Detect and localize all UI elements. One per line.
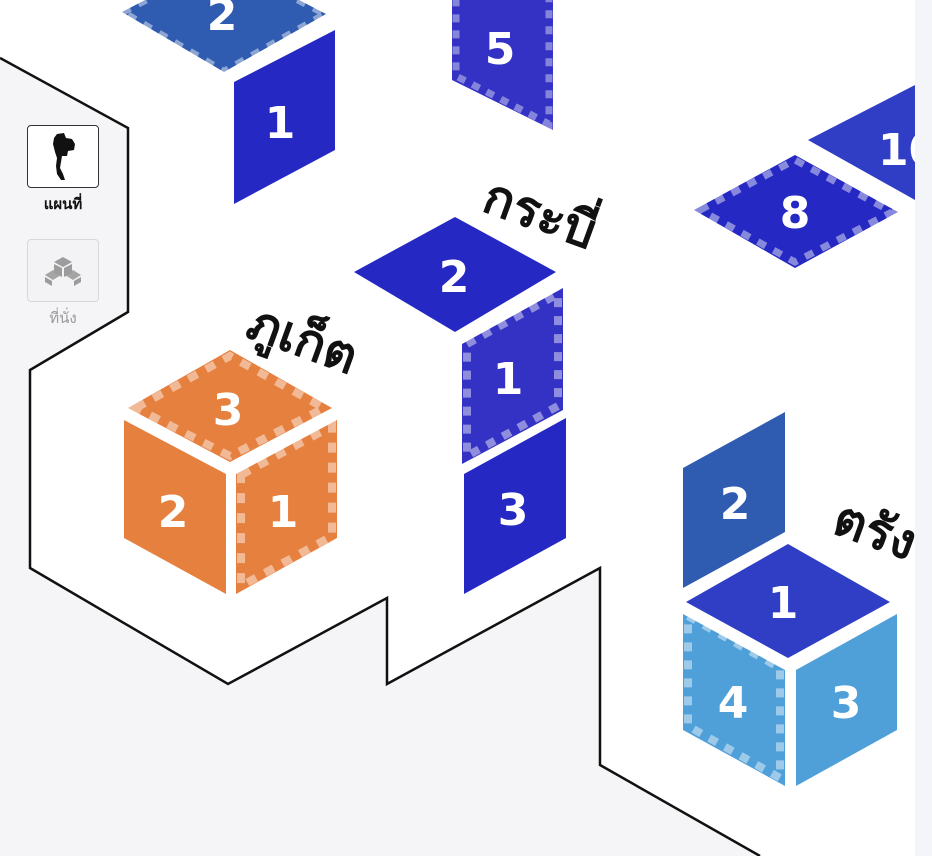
seat-number: 1 (768, 578, 799, 629)
seat-face-trang-right[interactable] (796, 614, 897, 786)
seat-number: 2 (158, 487, 189, 538)
seat-number: 1 (268, 487, 299, 538)
seat-number: 5 (485, 24, 516, 75)
seat-face-krabi-top[interactable] (354, 217, 556, 332)
seat-number: 2 (439, 252, 470, 303)
seat-face-phuket-top[interactable] (128, 350, 332, 462)
seat-number: 3 (831, 678, 862, 729)
province-phuket[interactable]: ภูเก็ต 3 2 1 (124, 291, 366, 594)
scroll-gutter (915, 0, 932, 856)
seat-face-trang-back[interactable] (683, 412, 785, 588)
dash-border (452, 0, 553, 130)
seat-cube-top-left[interactable]: 2 1 (113, 0, 335, 204)
seat-number: 2 (720, 479, 751, 530)
seat-face-top-left-top-dash (113, 0, 335, 77)
region-border (0, 56, 761, 856)
seat-five[interactable]: 5 (452, 0, 553, 130)
seat-number: 4 (718, 678, 749, 729)
seats-view-label: ที่นั่ง (49, 309, 77, 327)
seat-number: 1 (493, 354, 524, 405)
seat-face-top-left-front[interactable] (234, 30, 335, 204)
outside-region (0, 58, 760, 856)
seat-face-krabi-middle[interactable] (462, 288, 563, 464)
province-krabi[interactable]: กระบี่ 2 1 3 (354, 161, 607, 594)
cubes-icon (45, 256, 81, 286)
map-view-button[interactable] (27, 125, 99, 188)
dash-border (692, 156, 900, 266)
seat-number: 3 (498, 485, 529, 536)
seat-number: 2 (207, 0, 238, 41)
seat-eight[interactable]: 8 (692, 155, 900, 268)
seats-view-button[interactable] (27, 239, 99, 302)
seat-number: 3 (213, 385, 244, 436)
seat-face-trang-top[interactable] (686, 544, 890, 658)
seat-face-top-left-top[interactable] (122, 0, 326, 72)
seat-number: 1 (265, 98, 296, 149)
seat-face-trang-left[interactable] (683, 614, 785, 786)
seat-face-phuket-left[interactable] (124, 420, 226, 594)
map-view-label: แผนที่ (43, 195, 83, 213)
seat-face-krabi-bottom[interactable] (464, 418, 566, 594)
dash-border (237, 419, 336, 593)
province-label-trang: ตรัง (826, 489, 925, 572)
seat-face-phuket-right[interactable] (236, 420, 337, 594)
view-switcher: แผนที่ ที่นั่ง (25, 122, 107, 342)
province-trang[interactable]: ตรัง 2 1 4 3 (683, 412, 924, 786)
thailand-map-icon (53, 132, 75, 180)
seat-number: 8 (780, 188, 811, 239)
